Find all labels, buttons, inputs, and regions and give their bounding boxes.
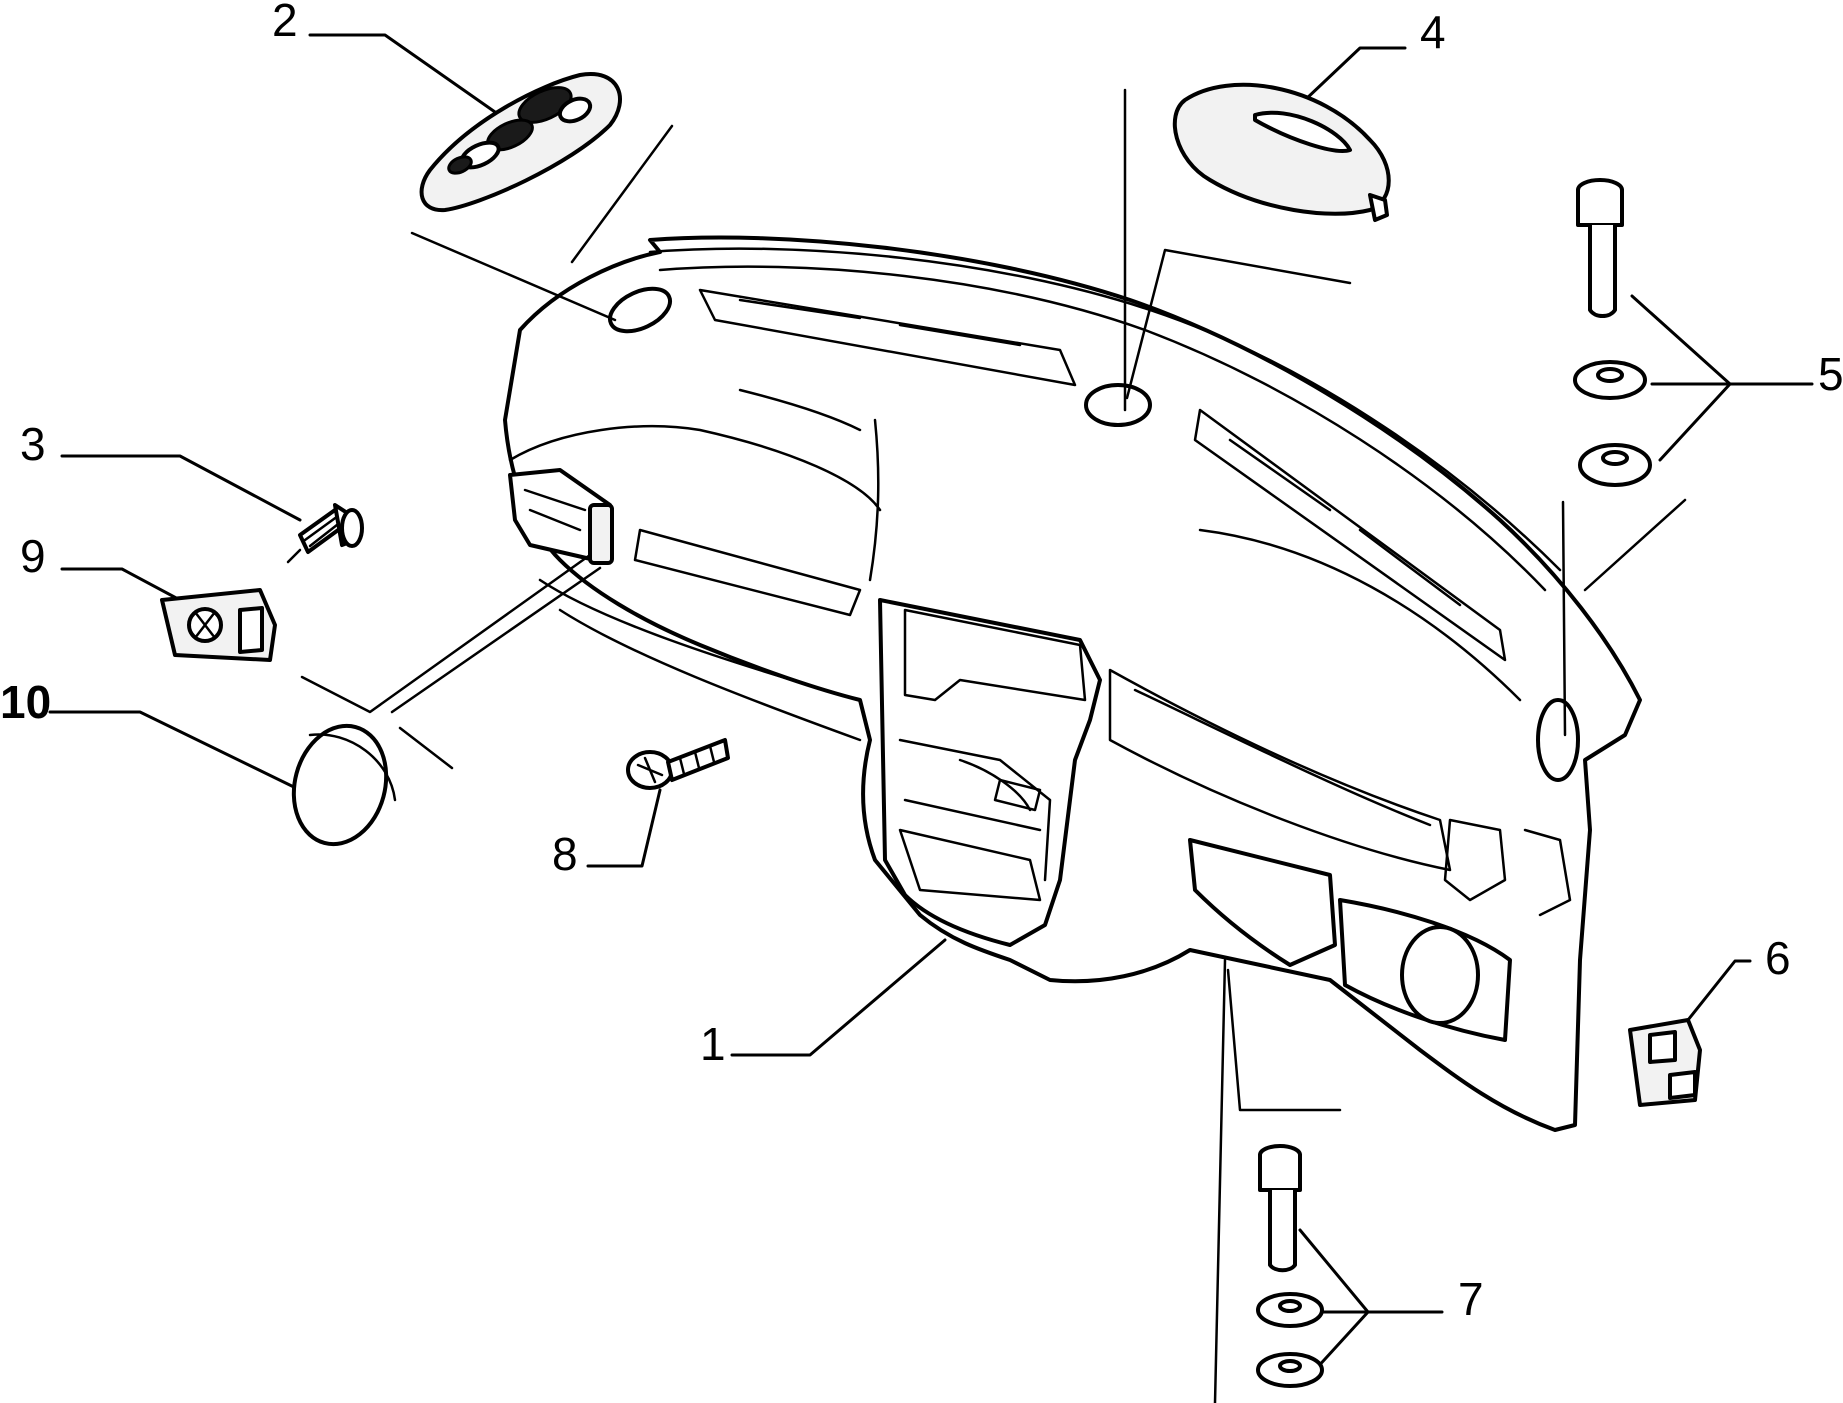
callout-10: 10 <box>0 676 51 728</box>
dashboard-panel <box>503 235 1642 1132</box>
clip-part-6 <box>1628 1018 1702 1107</box>
leader-6 <box>1686 959 1752 1022</box>
leader-3 <box>60 454 302 522</box>
cap-part-10 <box>291 723 397 847</box>
callout-8: 8 <box>552 828 578 880</box>
callout-1: 1 <box>700 1018 726 1070</box>
leader-4 <box>1303 46 1407 102</box>
leader-8 <box>586 788 662 868</box>
leader-9 <box>60 567 182 602</box>
leader-2 <box>308 33 497 114</box>
bolt-assembly-part-5 <box>1573 178 1652 487</box>
leader-lines <box>48 33 1814 1403</box>
callout-6: 6 <box>1765 932 1791 984</box>
switch-panel-part <box>419 72 622 213</box>
callout-9: 9 <box>20 530 46 582</box>
callout-4: 4 <box>1420 6 1446 58</box>
callout-3: 3 <box>20 418 46 470</box>
callout-7: 7 <box>1458 1273 1484 1325</box>
screw-part-8 <box>626 738 730 790</box>
clip-part-9 <box>160 588 277 662</box>
leader-10 <box>48 710 302 792</box>
callout-labels: 1 2 3 4 5 6 7 8 9 10 <box>0 0 1843 1325</box>
callout-5: 5 <box>1818 348 1843 400</box>
callout-2: 2 <box>272 0 298 46</box>
cover-part-4 <box>1172 82 1391 222</box>
leader-1 <box>730 938 947 1057</box>
screw-part-3 <box>286 503 364 564</box>
bolt-assembly-part-7 <box>1256 1144 1324 1388</box>
